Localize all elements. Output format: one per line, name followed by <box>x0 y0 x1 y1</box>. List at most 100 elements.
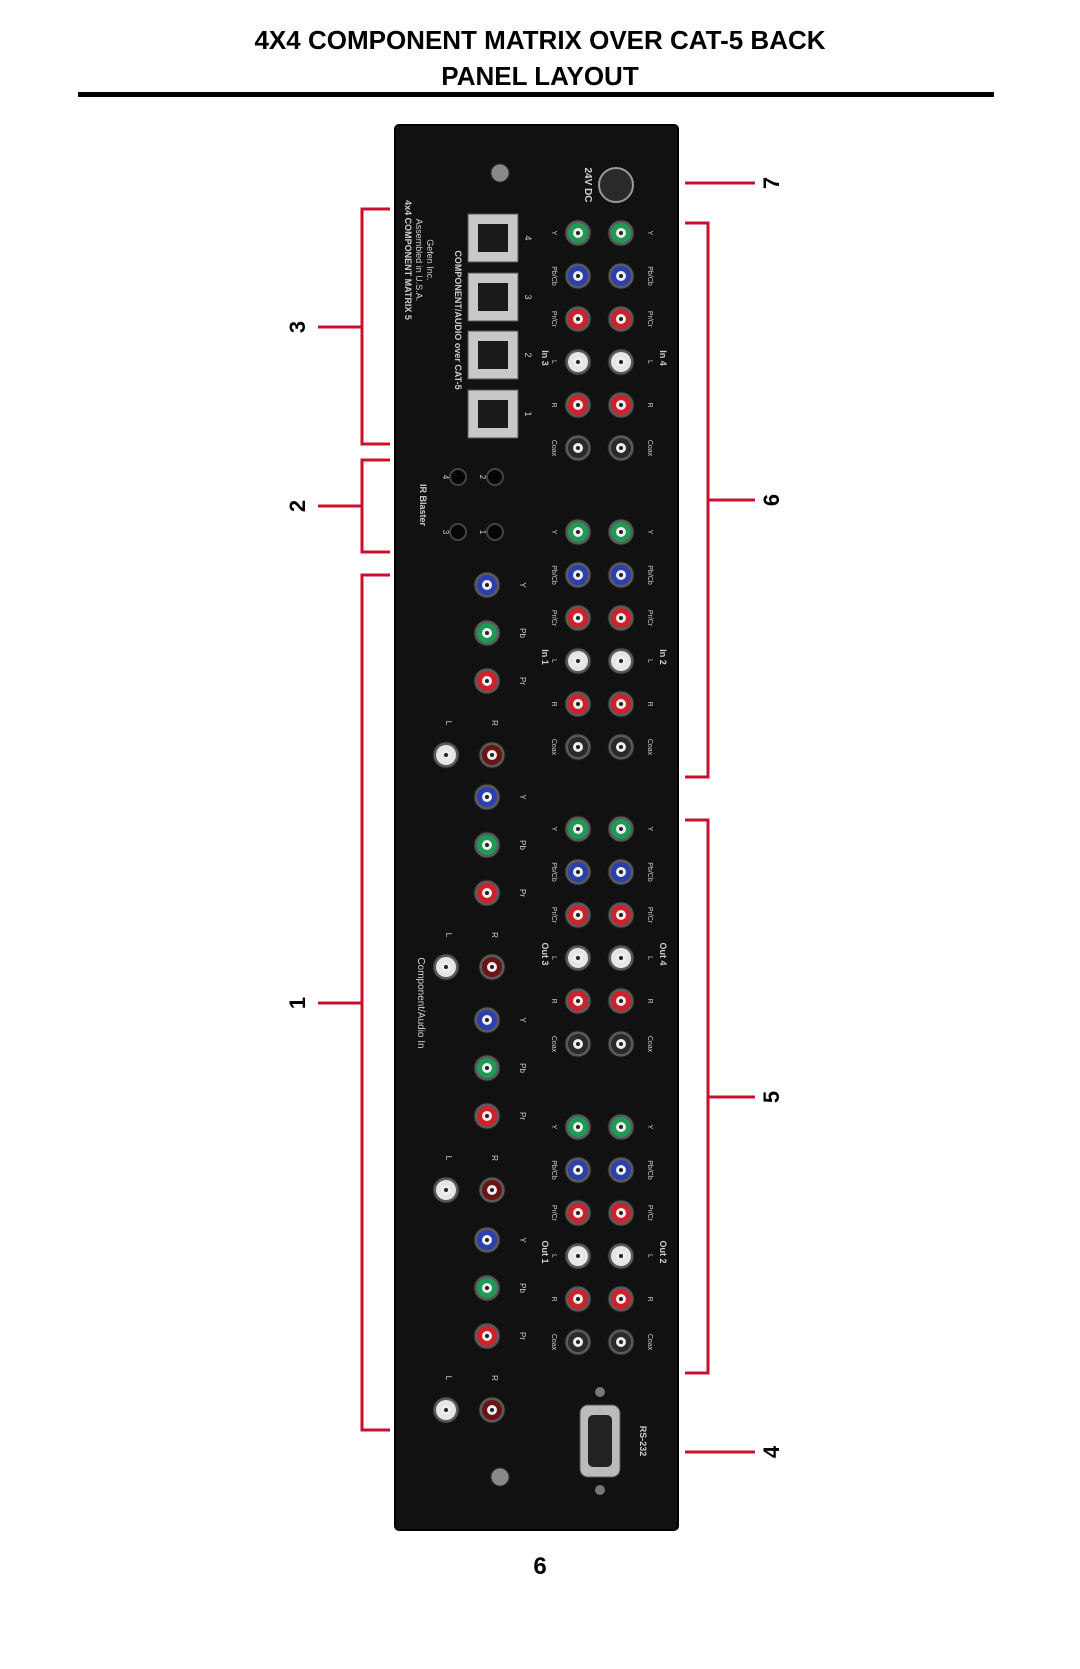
group-1-0-jack-label-0: Y <box>550 530 557 535</box>
group-3-0-jack-label-2: Pr/Cr <box>550 1205 557 1222</box>
group-out-1-jack-0-pin <box>576 1125 580 1129</box>
local-in-1-pr <box>473 667 501 695</box>
group-out-1-jack-0 <box>564 1113 592 1141</box>
group-0-1-jack-label-2: Pr/Cr <box>646 311 653 328</box>
local-in-4-pr <box>473 1322 501 1350</box>
local-in-1-label-1: Pb <box>518 628 527 638</box>
rs232-screw-bottom <box>595 1485 605 1495</box>
group-out-2-jack-0-pin <box>619 1125 623 1129</box>
local-in-2-l <box>432 953 460 981</box>
group-1-1-jack-label-0: Y <box>646 530 653 535</box>
bracket-5 <box>685 818 710 1375</box>
group-in-3-jack-1-pin <box>576 274 580 278</box>
group-2-0-jack-label-3: L <box>550 956 557 960</box>
local-in-3-pb <box>473 1054 501 1082</box>
group-1-1-jack-label-5: Coax <box>646 739 653 756</box>
local-in-4-pb <box>473 1274 501 1302</box>
group-label-in-1: In 1 <box>540 649 550 665</box>
group-2-0-jack-label-4: R <box>550 998 557 1003</box>
local-in-1-label-2: Pr <box>518 677 527 685</box>
local-in-4-label-2: Pr <box>518 1332 527 1340</box>
group-3-1-jack-label-3: L <box>646 1254 653 1258</box>
ir-port-3 <box>486 468 504 486</box>
local-in-2-y <box>473 783 501 811</box>
page-number: 6 <box>533 1553 547 1580</box>
group-out-3-jack-3 <box>564 944 592 972</box>
group-out-4-jack-2 <box>607 901 635 929</box>
group-3-1-jack-label-2: Pr/Cr <box>646 1205 653 1222</box>
group-in-3-jack-5 <box>564 434 592 462</box>
group-in-4-jack-0-pin <box>619 231 623 235</box>
group-2-1-jack-label-1: Pb/Cb <box>646 862 653 882</box>
local-in-1-label-l: L <box>444 721 453 726</box>
group-out-3-jack-5-pin <box>576 1042 580 1046</box>
group-in-2-jack-5-pin <box>619 745 623 749</box>
group-3-0-jack-label-4: R <box>550 1296 557 1301</box>
local-in-4-pb-pin <box>485 1286 489 1290</box>
local-in-3-label-1: Pb <box>518 1063 527 1073</box>
group-in-2-jack-2-pin <box>619 616 623 620</box>
group-0-0-jack-label-3: L <box>550 360 557 364</box>
group-in-4-jack-4-pin <box>619 403 623 407</box>
local-in-2-pb <box>473 831 501 859</box>
local-in-2-r-pin <box>490 965 494 969</box>
group-in-2-jack-3-pin <box>619 659 623 663</box>
group-label-out-3: Out 3 <box>540 942 550 965</box>
cat5-port-label-3: 3 <box>523 294 533 299</box>
model-label: 4x4 COMPONENT MATRIX 5 <box>403 200 413 320</box>
group-out-3-jack-0-pin <box>576 827 580 831</box>
callout-7: 7 <box>759 176 785 190</box>
group-in-3-jack-3 <box>564 348 592 376</box>
local-in-3-label-r: R <box>490 1155 499 1161</box>
group-in-1-jack-0-pin <box>576 530 580 534</box>
callout-1: 1 <box>285 996 311 1010</box>
group-out-3-jack-4 <box>564 987 592 1015</box>
group-out-1-jack-1-pin <box>576 1168 580 1172</box>
group-0-1-jack-label-0: Y <box>646 231 653 236</box>
group-in-2-jack-5 <box>607 733 635 761</box>
group-out-4-jack-1-pin <box>619 870 623 874</box>
group-in-1-jack-4 <box>564 690 592 718</box>
group-out-4-jack-4 <box>607 987 635 1015</box>
ir-blaster-label: IR Blaster <box>418 484 428 527</box>
group-3-1-jack-label-1: Pb/Cb <box>646 1160 653 1180</box>
page-title-line-1: 4X4 COMPONENT MATRIX OVER CAT-5 BACK <box>254 25 826 55</box>
group-in-1-jack-1 <box>564 561 592 589</box>
group-in-4-jack-3 <box>607 348 635 376</box>
group-out-2-jack-1-pin <box>619 1168 623 1172</box>
group-2-1-jack-label-0: Y <box>646 827 653 832</box>
group-label-out-2: Out 2 <box>658 1240 668 1263</box>
group-out-2-jack-1 <box>607 1156 635 1184</box>
group-out-4-jack-4-pin <box>619 999 623 1003</box>
group-3-0-jack-label-5: Coax <box>550 1334 557 1351</box>
local-in-1-pb <box>473 619 501 647</box>
group-label-out-4: Out 4 <box>658 942 668 965</box>
local-in-4-y <box>473 1226 501 1254</box>
group-in-4-jack-2-pin <box>619 317 623 321</box>
ir-port-4 <box>486 523 504 541</box>
local-in-4-r-pin <box>490 1408 494 1412</box>
group-2-1-jack-label-5: Coax <box>646 1036 653 1053</box>
group-label-in-4: In 4 <box>658 350 668 366</box>
cat5-port-4-socket <box>478 224 508 252</box>
group-out-1-jack-4 <box>564 1285 592 1313</box>
group-in-3-jack-4 <box>564 391 592 419</box>
group-in-2-jack-0 <box>607 518 635 546</box>
group-in-2-jack-1-pin <box>619 573 623 577</box>
group-out-2-jack-3 <box>607 1242 635 1270</box>
group-in-3-jack-2 <box>564 305 592 333</box>
group-in-1-jack-5 <box>564 733 592 761</box>
group-in-4-jack-1 <box>607 262 635 290</box>
group-in-3-jack-2-pin <box>576 317 580 321</box>
group-in-2-jack-0-pin <box>619 530 623 534</box>
rs232-label: RS-232 <box>638 1426 648 1457</box>
group-in-3-jack-4-pin <box>576 403 580 407</box>
group-1-1-jack-label-2: Pr/Cr <box>646 610 653 627</box>
group-in-4-jack-5 <box>607 434 635 462</box>
group-0-0-jack-label-1: Pb/Cb <box>550 266 557 286</box>
power-jack <box>598 167 634 203</box>
page-title: 4X4 COMPONENT MATRIX OVER CAT-5 BACK PAN… <box>0 22 1080 94</box>
group-in-3-jack-0 <box>564 219 592 247</box>
group-in-4-jack-1-pin <box>619 274 623 278</box>
